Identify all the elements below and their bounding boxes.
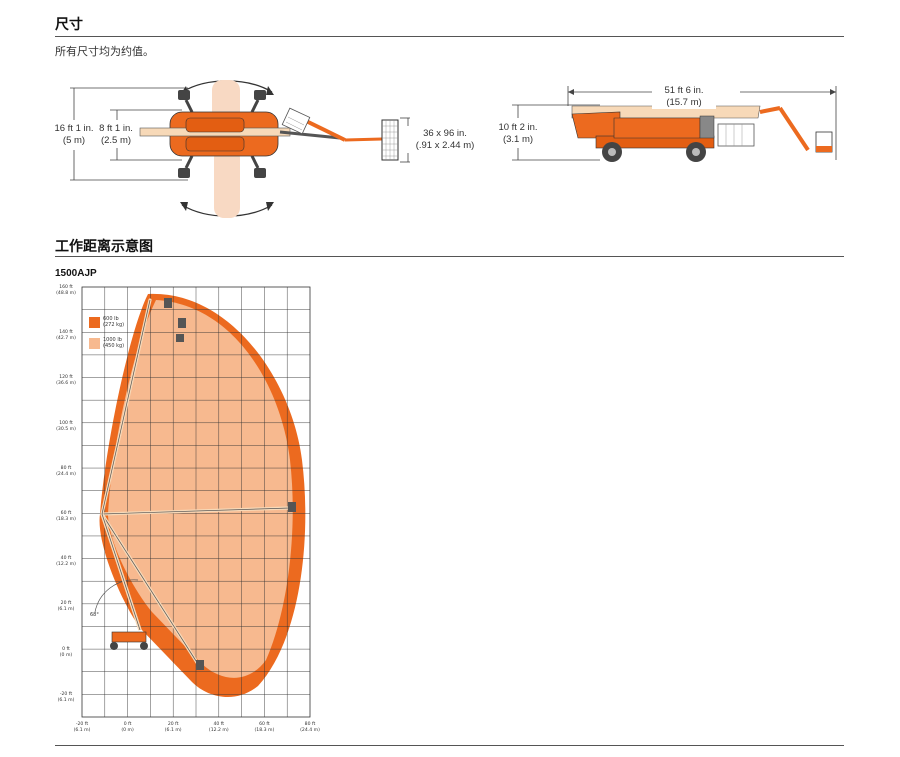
y-tick-ft: 60 ft <box>60 511 72 516</box>
length-ft: 51 ft 6 in. <box>664 85 704 96</box>
legend-1000lb-line1: 1000 lb <box>103 337 122 343</box>
height-ft: 10 ft 2 in. <box>498 122 538 133</box>
y-tick-label: 60 ft(18.3 m) <box>52 511 80 523</box>
y-tick-m: (48.8 m) <box>56 291 76 296</box>
x-tick-m: (6.1 m) <box>73 728 91 733</box>
track-ft: 8 ft 1 in. <box>99 123 133 134</box>
section-divider <box>55 256 844 257</box>
width-dimension-label: 16 ft 1 in. (5 m) <box>52 123 96 147</box>
dimensions-note: 所有尺寸均为约值。 <box>55 45 154 58</box>
y-tick-label: 20 ft(6.1 m) <box>52 601 80 613</box>
track-dimension-label: 8 ft 1 in. (2.5 m) <box>96 123 136 147</box>
x-tick-label: 20 ft(6.1 m) <box>159 722 187 734</box>
x-tick-label: 60 ft(18.3 m) <box>250 722 278 734</box>
y-tick-label: 80 ft(24.4 m) <box>52 466 80 478</box>
y-tick-m: (36.6 m) <box>56 381 76 387</box>
x-tick-label: 40 ft(12.2 m) <box>205 722 233 734</box>
y-tick-m: (24.4 m) <box>56 471 76 477</box>
y-tick-ft: 40 ft <box>60 556 72 562</box>
x-tick-m: (18.3 m) <box>254 728 275 733</box>
x-tick-m: (24.4 m) <box>300 728 320 733</box>
platform-dimension-label: 36 x 96 in. (.91 x 2.44 m) <box>410 128 480 152</box>
side-view-drawing <box>512 86 837 162</box>
x-tick-ft: -20 ft <box>75 722 89 727</box>
work-envelope-title: 工作距离示意图 <box>55 239 153 255</box>
width-ft: 16 ft 1 in. <box>54 123 94 134</box>
y-tick-m: (6.1 m) <box>57 607 75 613</box>
y-tick-ft: 140 ft <box>59 330 73 336</box>
y-tick-ft: 80 ft <box>60 465 72 471</box>
x-tick-ft: 80 ft <box>304 722 316 727</box>
y-tick-ft: 20 ft <box>60 601 72 607</box>
x-tick-label: 0 ft(0 m) <box>114 722 142 734</box>
legend-1000lb: 1000 lb (450 kg) <box>103 337 124 349</box>
envelope-1000lb <box>108 300 293 678</box>
y-tick-m: (6.1 m) <box>57 697 75 703</box>
x-tick-ft: 0 ft <box>123 722 132 727</box>
y-tick-label: 40 ft(12.2 m) <box>52 556 80 568</box>
y-tick-ft: 160 ft <box>59 285 73 290</box>
platform-m: (.91 x 2.44 m) <box>415 140 475 151</box>
x-tick-m: (6.1 m) <box>164 728 182 733</box>
legend-600lb: 600 lb (272 kg) <box>103 316 124 328</box>
y-tick-label: 160 ft(48.8 m) <box>52 285 80 297</box>
legend-1000lb-line2: (450 kg) <box>103 343 125 349</box>
y-tick-ft: -20 ft <box>59 691 73 697</box>
y-tick-m: (12.2 m) <box>56 562 76 568</box>
y-tick-m: (30.5 m) <box>56 426 76 432</box>
length-m: (15.7 m) <box>666 97 702 108</box>
section-divider <box>55 36 844 37</box>
y-tick-ft: 120 ft <box>59 375 73 381</box>
top-view-drawing <box>70 80 410 218</box>
width-m: (5 m) <box>62 135 86 146</box>
x-tick-ft: 20 ft <box>167 722 179 727</box>
y-tick-ft: 100 ft <box>59 420 73 426</box>
platform-in: 36 x 96 in. <box>423 128 467 139</box>
y-tick-label: -20 ft(6.1 m) <box>52 692 80 704</box>
y-tick-m: (0 m) <box>59 652 73 658</box>
legend-swatch-1000lb <box>89 338 100 349</box>
y-tick-label: 120 ft(36.6 m) <box>52 375 80 387</box>
x-tick-ft: 40 ft <box>213 722 225 727</box>
y-tick-label: 100 ft(30.5 m) <box>52 421 80 433</box>
legend-600lb-line1: 600 lb <box>103 316 119 322</box>
length-dimension-label: 51 ft 6 in. (15.7 m) <box>652 85 716 109</box>
track-m: (2.5 m) <box>100 135 132 146</box>
model-name: 1500AJP <box>55 268 97 279</box>
x-tick-ft: 60 ft <box>259 722 270 727</box>
y-tick-label: 140 ft(42.7 m) <box>52 330 80 342</box>
y-tick-m: (42.7 m) <box>56 336 76 342</box>
height-m: (3.1 m) <box>502 134 534 145</box>
x-tick-label: 80 ft(24.4 m) <box>296 722 324 734</box>
y-tick-label: 0 ft(0 m) <box>52 647 80 659</box>
bottom-divider <box>55 745 844 746</box>
x-tick-m: (0 m) <box>121 728 134 733</box>
height-dimension-label: 10 ft 2 in. (3.1 m) <box>496 122 540 146</box>
angle-label: 68° <box>90 612 99 618</box>
y-tick-ft: 0 ft <box>62 646 70 652</box>
legend-600lb-line2: (272 kg) <box>103 322 125 328</box>
legend-swatch-600lb <box>89 317 100 328</box>
x-tick-label: -20 ft(6.1 m) <box>68 722 96 734</box>
x-tick-m: (12.2 m) <box>208 728 229 733</box>
dimensions-title: 尺寸 <box>55 17 83 33</box>
y-tick-m: (18.3 m) <box>56 517 76 522</box>
